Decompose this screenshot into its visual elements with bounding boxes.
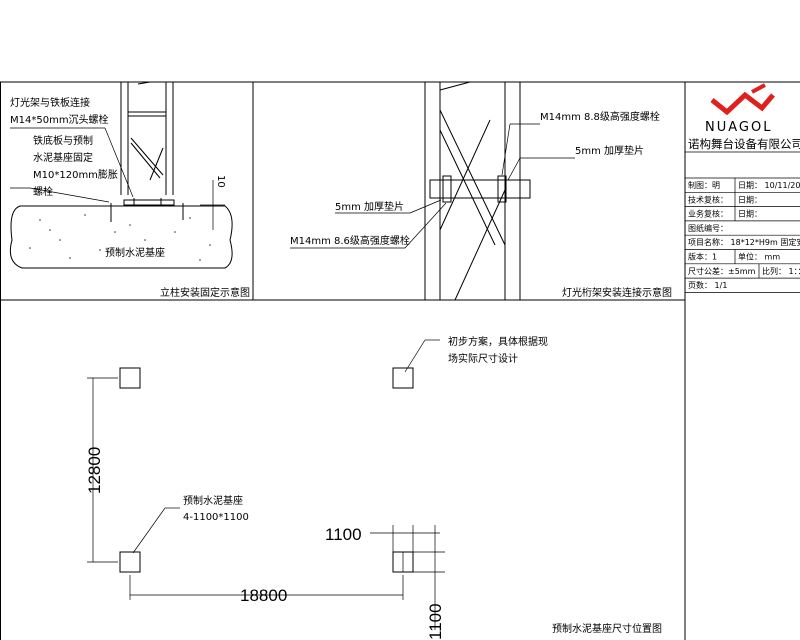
title-row-left: 技术复核：	[688, 194, 728, 204]
label-base-spec: 4-1100*1100	[183, 512, 249, 523]
base-square-tr	[392, 367, 414, 389]
label-concrete-base-plan: 预制水泥基座	[183, 494, 243, 507]
logo-text: NUAGOL	[705, 120, 772, 135]
caption-truss-connection: 灯光桁架安装连接示意图	[562, 286, 672, 299]
title-row-left: 页数： 1/1	[688, 280, 727, 290]
dim-10: 10	[215, 175, 226, 188]
caption-base-layout: 预制水泥基座尺寸位置图	[552, 622, 662, 635]
label-bolt-left: M14mm 8.6级高强度螺栓	[290, 234, 410, 247]
label-plate-base-b: 水泥基座固定	[33, 151, 93, 164]
connection-plate	[429, 179, 531, 199]
title-row-right: 日期：	[738, 210, 762, 219]
title-row-right: 日期：	[738, 195, 762, 204]
title-block: NUAGOL 诺构舞台设备有限公司 制图：明 日期： 10/11/2020 技术复核…	[685, 83, 800, 293]
truss-column	[120, 81, 174, 195]
company-logo-icon	[710, 83, 775, 116]
bolt-left	[442, 175, 452, 203]
note-line-2: 场实际尺寸设计	[448, 352, 518, 365]
concrete-speckle	[29, 214, 211, 261]
concrete-base	[9, 205, 233, 269]
label-plate-base-a: 铁底板与预制	[33, 134, 93, 147]
title-row-right: 单位： mm	[738, 252, 780, 262]
dim-1100-width: 1100	[325, 525, 362, 544]
title-row-left: 图纸编号：	[688, 223, 728, 233]
title-row-left: 尺寸公差：±5mm	[688, 266, 756, 276]
column-fixing-detail: 灯光架与铁板连接 M14*50mm沉头螺栓 铁底板与预制 水泥基座固定 M10*…	[9, 81, 250, 299]
bolts	[110, 198, 184, 222]
dim-18800: 18800	[240, 586, 287, 605]
title-row-left: 版本：1	[688, 252, 717, 262]
company-name: 诺构舞台设备有限公司	[688, 137, 800, 151]
title-row-right: 比列： 1：：	[762, 266, 800, 276]
title-row-left: 项目名称： 18*12*H9m 固定安装升降架2	[688, 237, 800, 247]
dim-1100-height: 1100	[426, 603, 445, 640]
title-row-left: 制图：明	[688, 180, 720, 190]
title-row-right: 日期： 10/11/2020	[738, 181, 800, 190]
truss-right	[504, 82, 521, 300]
bolt-right	[497, 175, 507, 203]
base-layout-plan: 初步方案，具体根据现 场实际尺寸设计 预制水泥基座 4-1100*1100 12…	[85, 335, 662, 640]
label-pad-top: 5mm 加厚垫片	[575, 144, 644, 157]
base-square-bl	[119, 551, 141, 573]
dim-12800: 12800	[85, 447, 104, 494]
truss-left	[424, 81, 506, 301]
base-plate	[123, 199, 175, 206]
label-pad-left: 5mm 加厚垫片	[335, 200, 404, 213]
frame	[0, 81, 800, 640]
label-concrete-base: 预制水泥基座	[105, 246, 165, 259]
title-row-left: 业务复核：	[688, 209, 728, 219]
label-bolt-top: M14mm 8.8级高强度螺栓	[540, 110, 660, 123]
label-bolt: 螺栓	[33, 185, 53, 198]
label-expansion-bolt: M10*120mm膨胀	[33, 168, 118, 181]
note-line-1: 初步方案，具体根据现	[448, 335, 548, 348]
caption-column-fixing: 立柱安装固定示意图	[160, 286, 250, 299]
label-countersunk-bolt: M14*50mm沉头螺栓	[10, 113, 109, 126]
truss-connection-detail: M14mm 8.8级高强度螺栓 5mm 加厚垫片 5mm 加厚垫片 M14mm …	[290, 81, 672, 301]
label-truss-plate: 灯光架与铁板连接	[10, 96, 90, 109]
base-square-tl	[119, 367, 141, 389]
